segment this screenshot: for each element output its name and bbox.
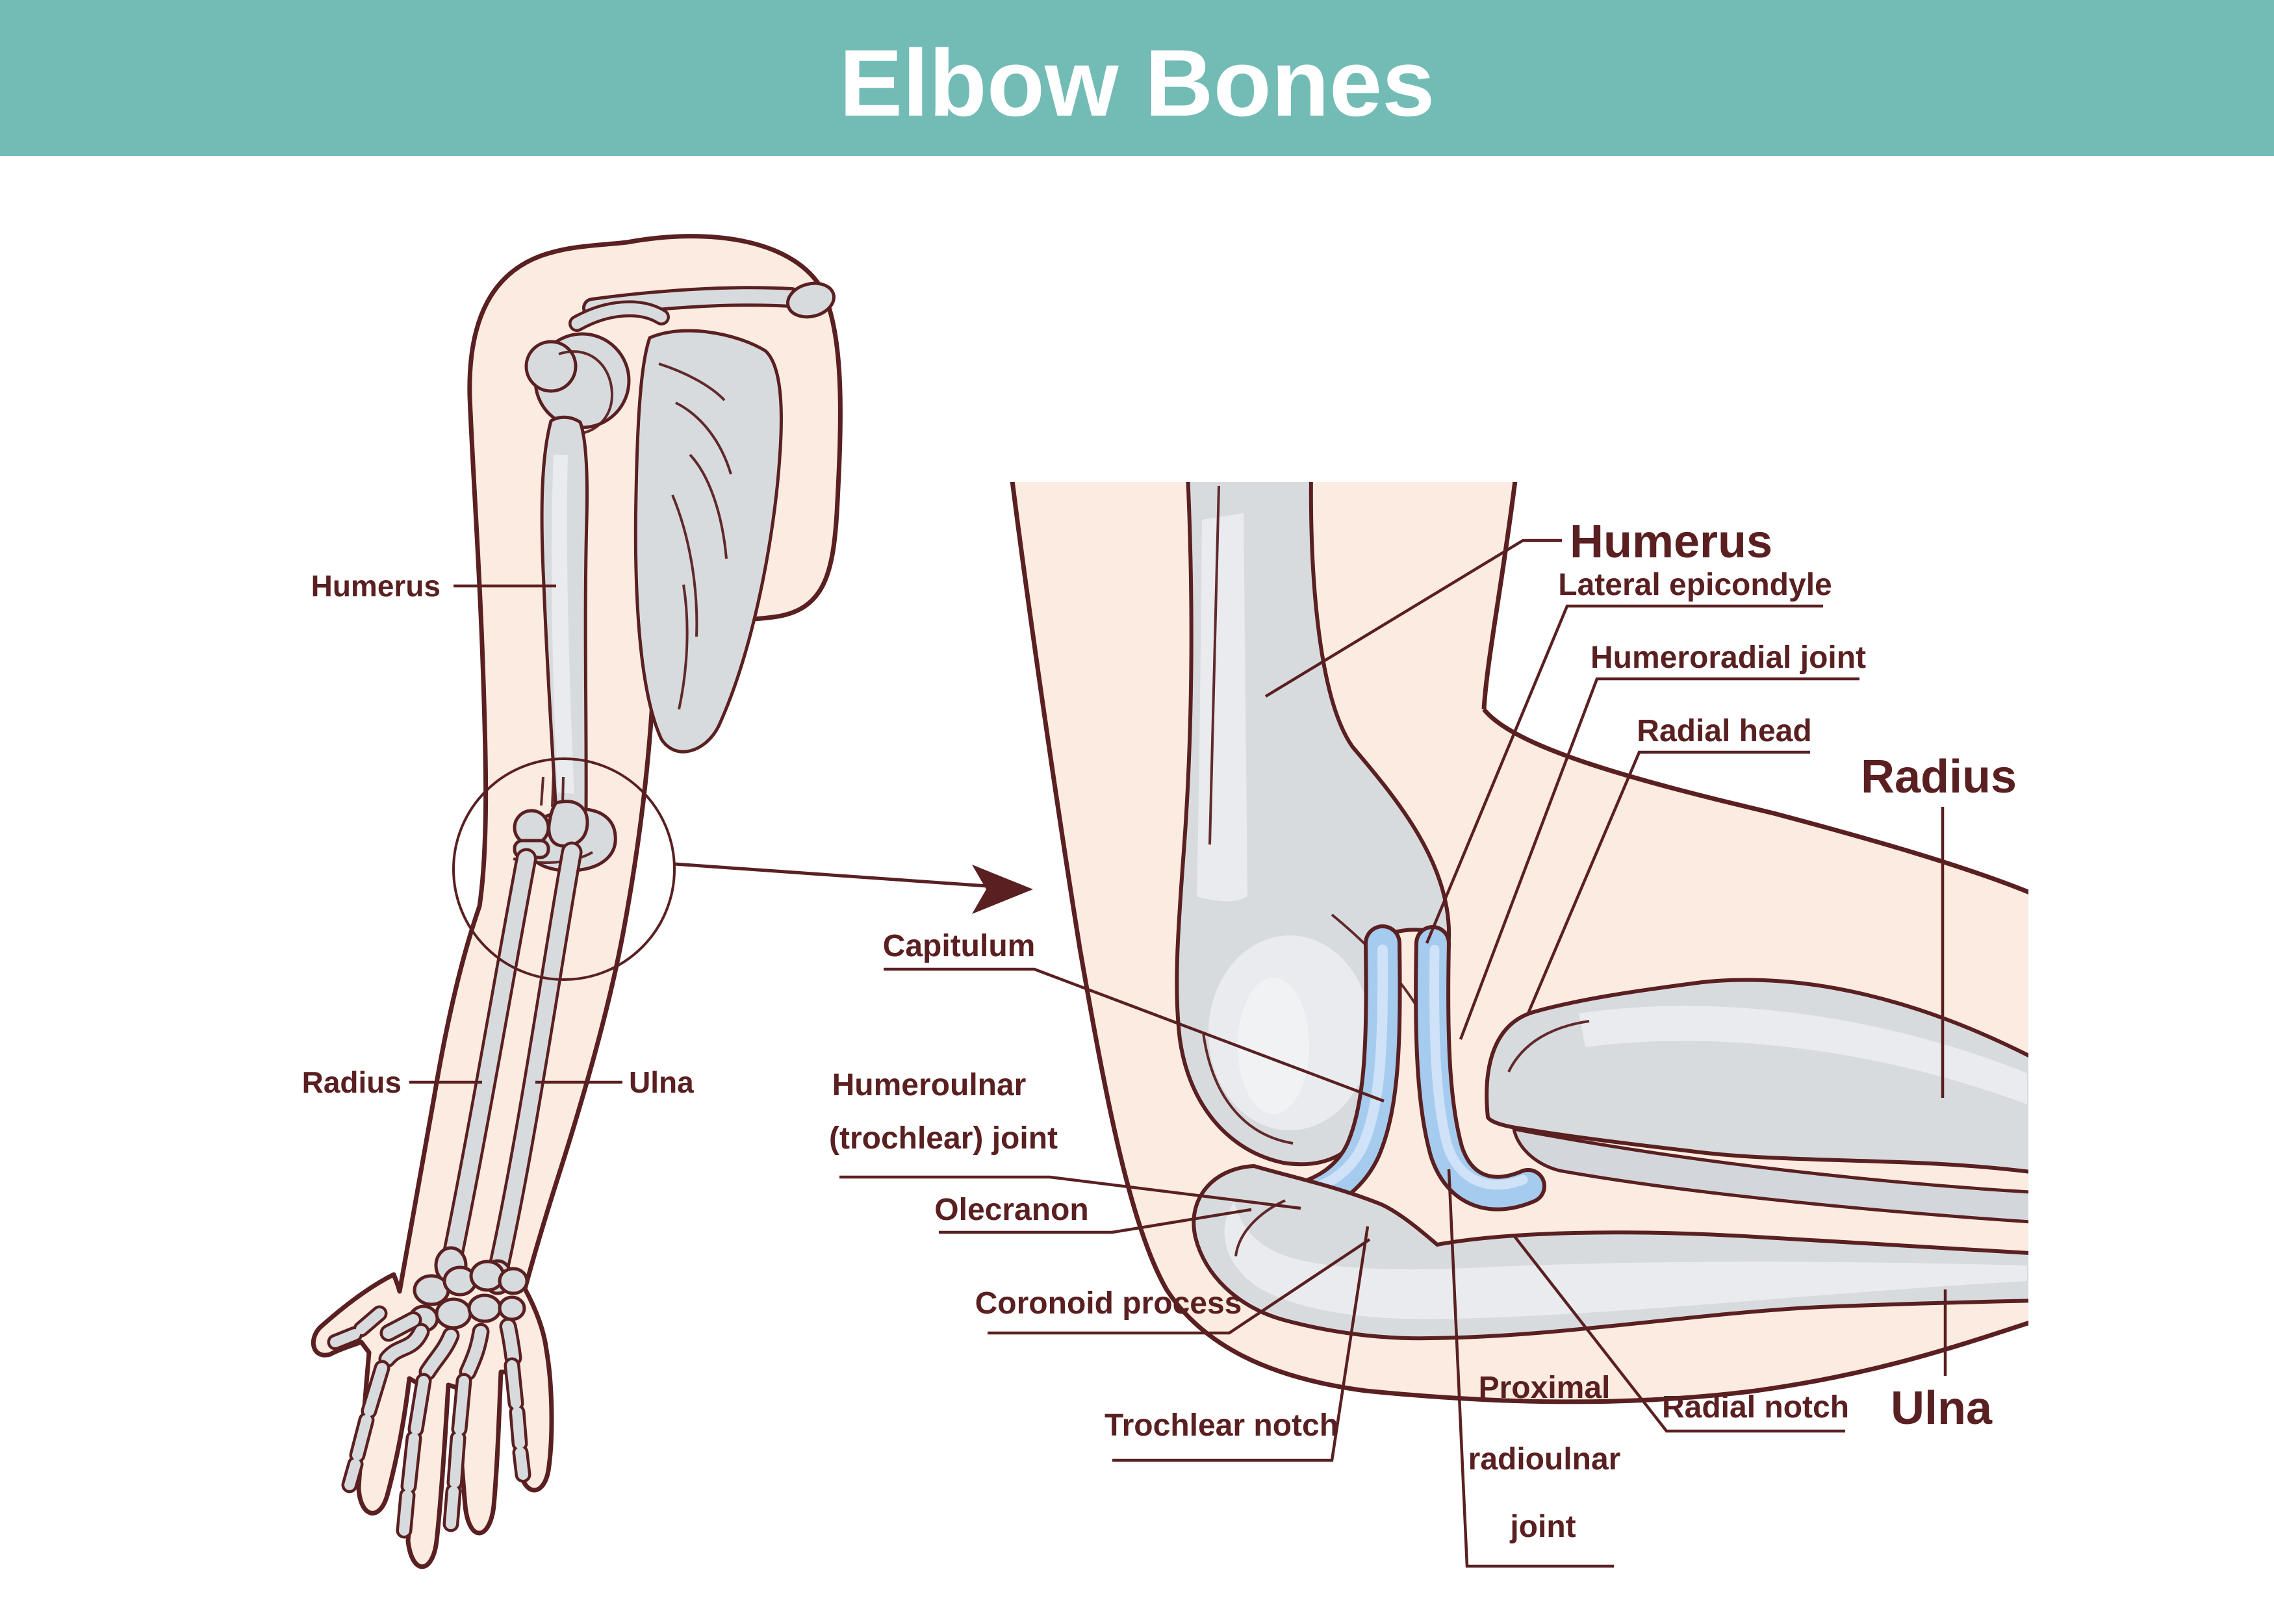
label-detail-radius: Radius: [1861, 751, 2017, 803]
scapula-bone: [633, 329, 783, 754]
label-proximal-radioulnar-line2: radioulnar: [1468, 1442, 1621, 1477]
radial-notch-leader: [1513, 1234, 1845, 1433]
label-detail-humerus: Humerus: [1570, 516, 1772, 568]
radial-head-arc: [1507, 1020, 1590, 1072]
carpal-bones: [408, 1260, 529, 1333]
ulna-highlight: [1224, 1202, 2027, 1319]
label-overview-radius: Radius: [302, 1065, 402, 1099]
humerus-inner-line: [1208, 485, 1220, 845]
radial-head-leader: [1526, 750, 1810, 1014]
scapula-streak: [675, 401, 732, 475]
condyle-streak: [1238, 978, 1309, 1114]
page-title: Elbow Bones: [839, 30, 1435, 136]
scapula-streak: [689, 453, 728, 559]
label-proximal-radioulnar-line1: Proximal: [1479, 1371, 1611, 1405]
label-lateral-epicondyle: Lateral epicondyle: [1558, 568, 1832, 602]
scapula-streak: [678, 584, 689, 710]
label-trochlear-notch: Trochlear notch: [1105, 1408, 1338, 1443]
humerus-highlight: [1197, 513, 1247, 902]
lateral-epicondyle-leader: [1425, 604, 1823, 944]
humeroulnar-joint-leader: [839, 1175, 1301, 1210]
trochlear-notch-leader: [1112, 1226, 1370, 1462]
header-background: [0, 0, 2274, 156]
radial-cartilage: [1414, 925, 1546, 1212]
scapula-streak: [658, 362, 726, 401]
hand-bones: [327, 1305, 531, 1539]
overview-arm-figure: Humerus Radius Ulna: [302, 234, 1033, 1569]
elbow-skin-forearm-edge: [1482, 707, 2028, 894]
label-olecranon: Olecranon: [934, 1193, 1088, 1227]
label-detail-ulna: Ulna: [1891, 1382, 1993, 1434]
elbow-magnifier-circle: [452, 757, 676, 981]
detail-elbow-figure: [1010, 482, 2028, 1404]
trochlea-hook-bone: [547, 800, 589, 848]
header-band: Elbow Bones: [0, 0, 2274, 156]
label-radial-notch: Radial notch: [1662, 1390, 1849, 1425]
detail-labels: Humerus Lateral epicondyle Humeroradial …: [829, 516, 2017, 1568]
humeral-head-crease: [558, 350, 614, 435]
proximal-radioulnar-leader: [1447, 1169, 1614, 1568]
capitulum-leader: [884, 967, 1385, 1103]
elbow-tendon-line: [551, 772, 555, 807]
arrowhead-icon: [972, 865, 1033, 914]
olecranon-leader: [939, 1208, 1252, 1234]
label-capitulum: Capitulum: [883, 929, 1036, 963]
label-proximal-radioulnar-line3: joint: [1509, 1510, 1576, 1544]
greater-tubercle-bone: [524, 340, 578, 393]
label-humeroulnar-line2: (trochlear) joint: [829, 1121, 1058, 1156]
humerus-shaft-highlight: [552, 455, 574, 794]
label-coronoid-process: Coronoid process: [975, 1286, 1242, 1321]
humeroradial-joint-leader: [1459, 677, 1859, 1040]
radius-lower-ridge: [1511, 1126, 2028, 1224]
humerus-shaft-bone: [524, 415, 617, 872]
radius-bone-overview: [434, 848, 537, 1285]
coronoid-process-leader: [988, 1238, 1371, 1335]
elbow-skin-left-edge: [1010, 482, 2028, 1404]
label-humeroulnar-line1: Humeroulnar: [832, 1068, 1027, 1102]
radius-highlight: [1579, 1006, 2027, 1104]
label-overview-humerus: Humerus: [311, 569, 441, 603]
humerus-detail-leader: [1264, 539, 1562, 698]
trochlea-inner-arc: [1202, 1032, 1294, 1145]
magnifier-arrow: [674, 862, 1033, 914]
elbow-skin-right-edge: [1481, 482, 1518, 710]
acromion-bone: [568, 300, 670, 332]
label-radial-head: Radial head: [1637, 714, 1811, 748]
label-overview-ulna: Ulna: [629, 1065, 694, 1099]
label-humeroradial-joint: Humeroradial joint: [1591, 641, 1866, 675]
elbow-tendon-line: [540, 776, 544, 806]
scapula-streak: [671, 494, 698, 637]
